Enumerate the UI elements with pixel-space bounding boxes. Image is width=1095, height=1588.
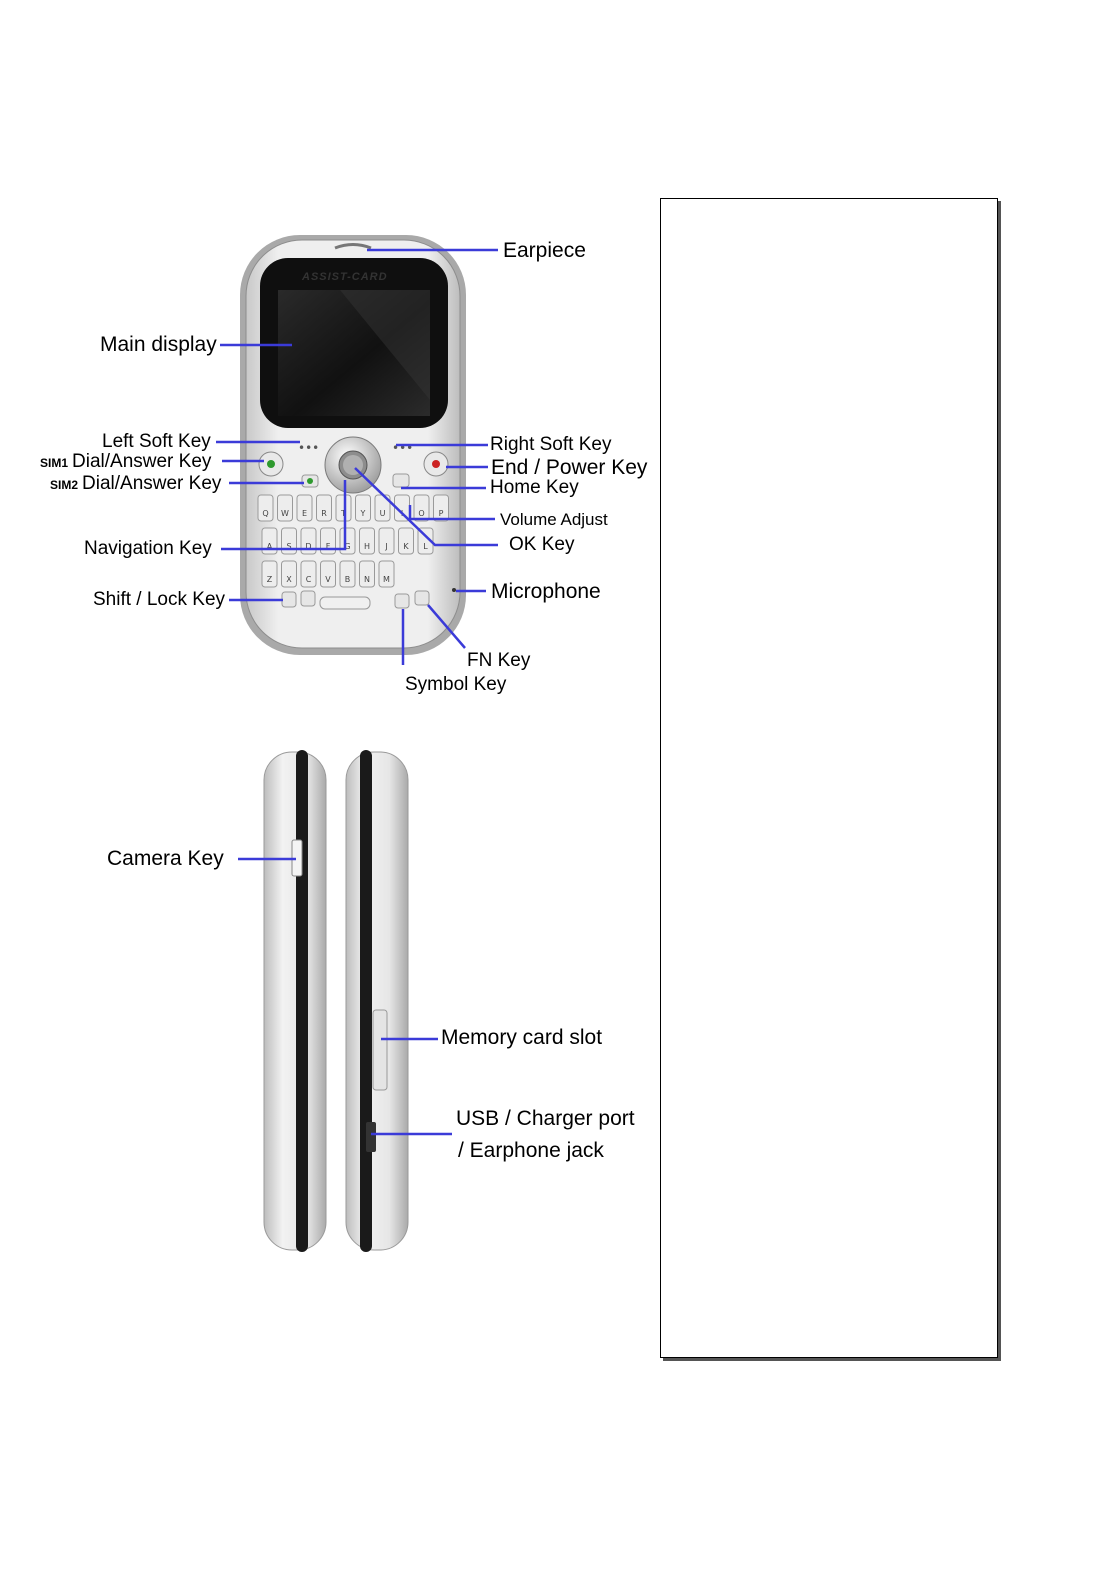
key-label-a: A: [267, 542, 273, 551]
key-label-f: F: [326, 542, 331, 551]
label-camera-key: Camera Key: [107, 847, 224, 870]
earpiece-grill: [334, 243, 372, 250]
key-v: [320, 560, 336, 588]
sim1-prefix: SIM1: [40, 456, 69, 470]
key-label-d: D: [305, 542, 311, 551]
key-a: [261, 527, 278, 555]
symbol-key: [394, 593, 410, 609]
key-label-o: O: [418, 509, 424, 518]
fn-key: [414, 590, 430, 606]
label-earpiece: Earpiece: [503, 239, 586, 262]
label-left-soft-key: Left Soft Key: [102, 431, 211, 452]
key-j: [378, 527, 395, 555]
key-n: [359, 560, 375, 588]
key-label-y: Y: [360, 509, 366, 518]
blank-text-box: [660, 198, 998, 1358]
sim2-prefix: SIM2: [50, 478, 79, 492]
key-b: [339, 560, 356, 588]
fn-key-leader: [427, 604, 466, 649]
key-label-b: B: [345, 575, 351, 584]
svg-text:•••: •••: [392, 441, 413, 455]
volume-leader: [408, 505, 495, 521]
key-r: [316, 494, 332, 522]
memory-card-slot: [372, 1009, 388, 1091]
label-home-key: Home Key: [490, 477, 579, 498]
key-label-w: W: [281, 509, 289, 518]
key-k: [398, 527, 414, 555]
leader-lines: [216, 248, 498, 1136]
key-t: [335, 494, 352, 522]
key-label-u: U: [380, 509, 386, 518]
label-usb-line2: / Earphone jack: [458, 1139, 604, 1162]
key-z: [261, 560, 278, 588]
usb-port: [366, 1122, 376, 1152]
space-key: [319, 596, 371, 610]
phone-side-left: [263, 750, 327, 1252]
label-memory-card-slot: Memory card slot: [441, 1026, 603, 1049]
key-y: [355, 494, 371, 522]
label-fn-key: FN Key: [467, 650, 531, 671]
key-label-z: Z: [267, 575, 273, 584]
label-ok-key: OK Key: [509, 534, 575, 555]
navigation-key-leader: [221, 480, 347, 551]
key-label-t: T: [340, 509, 346, 518]
key-d: [300, 527, 317, 555]
key-f: [320, 527, 336, 555]
key-label-s: S: [286, 542, 291, 551]
key-label-j: J: [384, 542, 387, 551]
key-label-g: G: [344, 542, 350, 551]
ok-key-leader: [354, 467, 498, 547]
sim1-dial-text: Dial/Answer Key: [72, 451, 212, 472]
label-microphone: Microphone: [491, 580, 601, 603]
key-label-m: M: [383, 575, 390, 584]
label-right-soft-key: Right Soft Key: [490, 434, 612, 455]
key-w: [277, 494, 293, 522]
key-label-v: V: [325, 575, 331, 584]
key-p: [433, 494, 449, 522]
key-x: [281, 560, 297, 588]
key-l: [417, 527, 434, 555]
label-volume-adjust: Volume Adjust: [500, 510, 608, 529]
key-label-e: E: [302, 509, 307, 518]
key-label-n: N: [364, 575, 370, 584]
key-s: [281, 527, 297, 555]
brand-logo: assist-card: [302, 271, 388, 283]
key-label-p: P: [439, 509, 444, 518]
label-usb-line1: USB / Charger port: [456, 1107, 635, 1130]
key-label-k: K: [403, 542, 409, 551]
key-m: [378, 560, 395, 588]
key-h: [359, 527, 375, 555]
label-navigation-key: Navigation Key: [84, 538, 212, 559]
key-label-r: R: [321, 509, 327, 518]
key-e: [296, 494, 313, 522]
label-end-power-key: End / Power Key: [491, 456, 648, 479]
key-o: [413, 494, 430, 522]
svg-text:•••: •••: [298, 441, 319, 455]
label-main-display: Main display: [100, 333, 217, 356]
shift-lock-key: [281, 591, 297, 608]
key-label-x: X: [286, 575, 292, 584]
phone-side-right: [345, 750, 409, 1252]
key-label-h: H: [364, 542, 370, 551]
key-label-c: C: [306, 575, 312, 584]
label-symbol-key: Symbol Key: [405, 674, 507, 695]
label-shift-lock-key: Shift / Lock Key: [93, 589, 226, 610]
home-key: [392, 473, 410, 488]
sim2-dial-text: Dial/Answer Key: [82, 473, 222, 494]
key-c: [300, 560, 317, 588]
key-label-l: L: [423, 542, 428, 551]
key-label-q: Q: [262, 509, 268, 518]
key-q: [257, 494, 274, 522]
microphone-hole: [452, 588, 456, 592]
